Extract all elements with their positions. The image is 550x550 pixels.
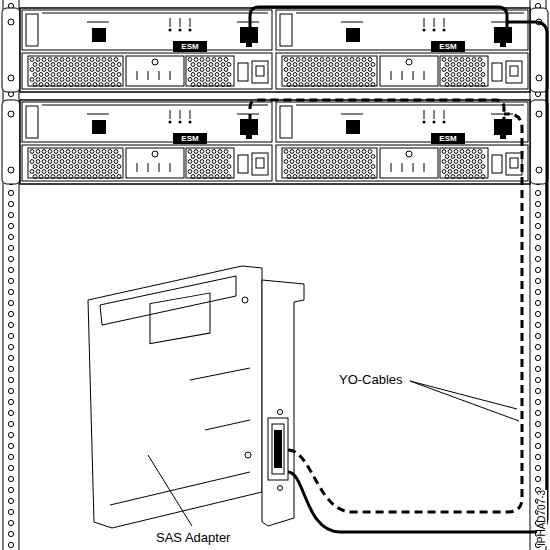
figure-code: IPHAD707-3 [537,490,547,546]
module-label: ESM [431,133,465,144]
cable-label: YO-Cables [338,373,404,386]
part-label: SAS Adapter [155,531,231,544]
module-label: ESM [173,133,207,144]
module-label: ESM [173,41,207,52]
module-label: ESM [431,41,465,52]
